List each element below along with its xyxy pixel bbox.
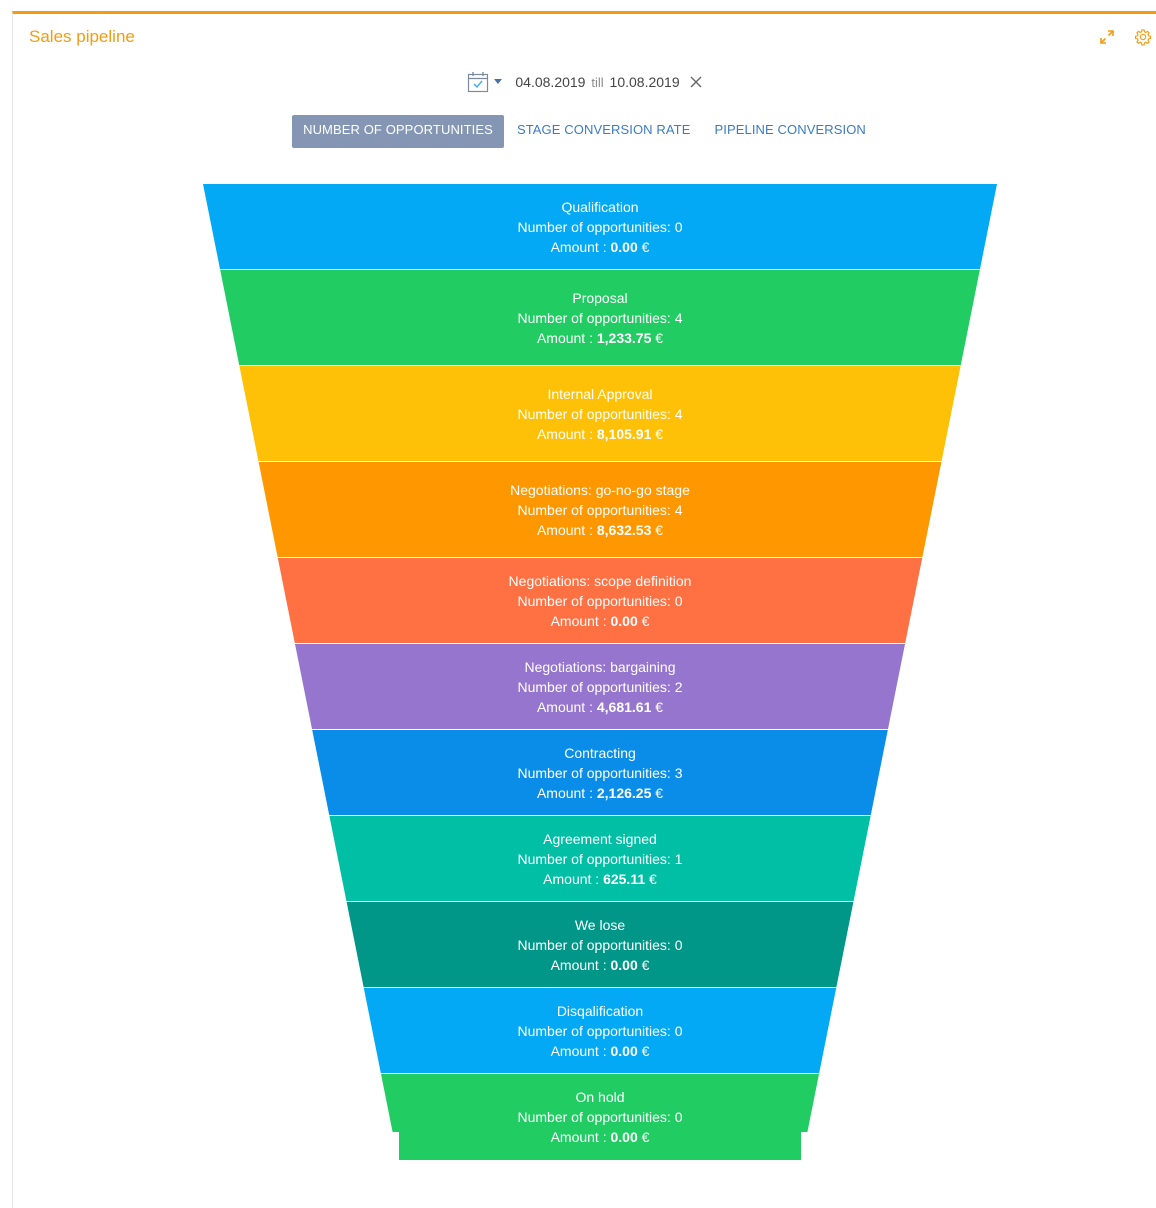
stage-name: Agreement signed <box>543 831 657 847</box>
stage-amount: Amount : 625.11 € <box>543 871 657 887</box>
funnel-segment[interactable] <box>239 366 961 462</box>
funnel-segment[interactable] <box>203 184 997 270</box>
stage-amount: Amount : 8,105.91 € <box>537 426 663 442</box>
expand-icon[interactable] <box>1097 27 1117 47</box>
gear-icon[interactable] <box>1133 27 1153 47</box>
calendar-icon <box>468 72 489 93</box>
stage-name: Qualification <box>561 199 638 215</box>
stage-name: Negotiations: scope definition <box>509 573 692 589</box>
funnel-segment[interactable] <box>346 902 854 988</box>
stage-count: Number of opportunities: 4 <box>518 310 683 326</box>
stage-amount: Amount : 1,233.75 € <box>537 330 663 346</box>
date-range-text[interactable]: 04.08.2019 till 10.08.2019 <box>515 74 679 90</box>
stage-amount: Amount : 8,632.53 € <box>537 522 663 538</box>
tab-pipeline-conversion[interactable]: PIPELINE CONVERSION <box>714 122 866 137</box>
stage-amount: Amount : 0.00 € <box>551 613 650 629</box>
stage-count: Number of opportunities: 4 <box>518 406 683 422</box>
date-from: 04.08.2019 <box>515 74 586 90</box>
funnel-segment[interactable] <box>381 1074 819 1160</box>
stage-count: Number of opportunities: 0 <box>518 219 683 235</box>
stage-name: On hold <box>575 1089 624 1105</box>
stage-amount: Amount : 0.00 € <box>551 1129 650 1145</box>
funnel-segment[interactable] <box>363 988 837 1074</box>
stage-name: Proposal <box>572 290 627 306</box>
date-separator: till <box>591 75 604 90</box>
stage-count: Number of opportunities: 2 <box>518 679 683 695</box>
widget-title: Sales pipeline <box>29 27 135 46</box>
chart-mode-tabs: NUMBER OF OPPORTUNITIES STAGE CONVERSION… <box>13 115 1156 148</box>
close-icon[interactable] <box>690 76 702 88</box>
stage-name: We lose <box>575 917 626 933</box>
stage-count: Number of opportunities: 0 <box>518 1109 683 1125</box>
stage-amount: Amount : 2,126.25 € <box>537 785 663 801</box>
funnel-segment[interactable] <box>277 558 923 644</box>
tab-number-of-opportunities[interactable]: NUMBER OF OPPORTUNITIES <box>292 115 504 148</box>
stage-name: Negotiations: go-no-go stage <box>510 482 690 498</box>
funnel-segment[interactable] <box>220 270 980 366</box>
stage-amount: Amount : 4,681.61 € <box>537 699 663 715</box>
tab-stage-conversion-rate[interactable]: STAGE CONVERSION RATE <box>516 122 691 137</box>
stage-amount: Amount : 0.00 € <box>551 957 650 973</box>
funnel-segment[interactable] <box>258 462 942 558</box>
stage-count: Number of opportunities: 0 <box>518 1023 683 1039</box>
funnel-segment[interactable] <box>295 644 905 730</box>
calendar-dropdown[interactable] <box>467 71 503 93</box>
chevron-down-icon <box>494 79 503 84</box>
stage-count: Number of opportunities: 0 <box>518 593 683 609</box>
date-to: 10.08.2019 <box>609 74 680 90</box>
stage-name: Contracting <box>564 745 636 761</box>
stage-name: Disqalification <box>557 1003 643 1019</box>
stage-amount: Amount : 0.00 € <box>551 1043 650 1059</box>
stage-count: Number of opportunities: 1 <box>518 851 683 867</box>
stage-name: Negotiations: bargaining <box>525 659 676 675</box>
stage-count: Number of opportunities: 0 <box>518 937 683 953</box>
stage-amount: Amount : 0.00 € <box>551 239 650 255</box>
stage-name: Internal Approval <box>547 386 652 402</box>
date-filter: 04.08.2019 till 10.08.2019 <box>13 71 1156 93</box>
stage-count: Number of opportunities: 3 <box>518 765 683 781</box>
funnel-segment[interactable] <box>329 816 871 902</box>
funnel-segment[interactable] <box>312 730 888 816</box>
stage-count: Number of opportunities: 4 <box>518 502 683 518</box>
